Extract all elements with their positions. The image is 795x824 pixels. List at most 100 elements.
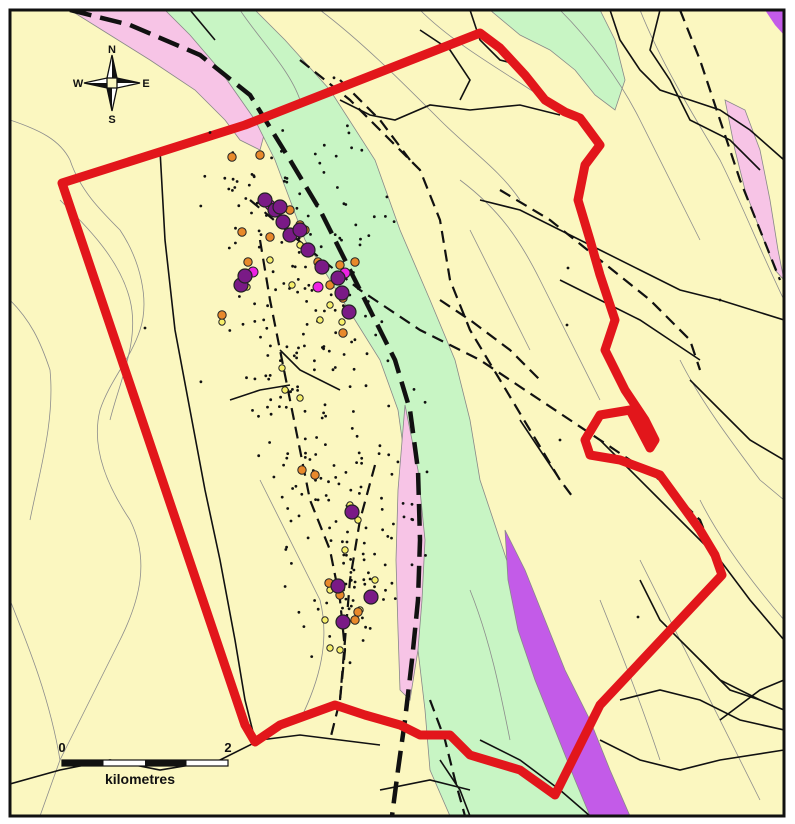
sample-point-small [269,344,272,348]
sample-point-small [390,472,394,476]
sample-point-small [349,578,353,582]
sample-point-small [257,454,261,458]
sample-point-small [244,197,248,200]
sample-point-small [361,639,365,642]
sample-point-small [392,220,396,224]
sample-point-small [297,236,301,240]
sample-point-small [396,460,400,464]
sample-point-small [349,488,353,492]
sample-point-small [303,344,306,348]
sample-point-small [291,388,294,391]
sample-point-small [313,599,316,602]
sample-point-yellow [338,318,346,326]
sample-point-small [363,582,367,586]
sample-point-small [295,351,299,355]
scale-bar: 0 2 kilometres [58,740,231,787]
sample-point-small [231,177,235,181]
sample-point-small [285,456,289,460]
sample-point-small [265,326,269,330]
sample-point-small [410,563,414,567]
sample-point-small [228,329,232,332]
sample-point-small [305,323,309,326]
sample-point-small [425,470,429,474]
sample-point-small [322,171,326,174]
sample-point-small [227,246,231,250]
sample-point-small [265,214,268,217]
sample-point-magenta [312,281,324,293]
sample-point-small [410,502,414,506]
sample-point-small [344,597,348,601]
sample-point-orange [297,465,307,475]
sample-point-large [237,268,253,284]
sample-point-small [295,206,299,210]
sample-point-orange [217,310,227,320]
scale-start-label: 0 [58,740,65,755]
sample-point-small [313,368,316,372]
sample-point-small [349,604,353,608]
sample-point-small [347,131,351,135]
sample-point-orange [237,227,247,237]
sample-point-small [250,211,253,215]
sample-point-yellow [316,316,324,324]
sample-point-small [340,238,343,242]
sample-point-small [292,354,296,358]
sample-point-small [354,223,358,227]
sample-point-small [295,356,298,360]
sample-point-small [392,522,395,526]
sample-point-small [362,578,366,582]
compass-east-label: E [142,78,149,90]
sample-point-small [247,183,251,187]
sample-point-small [367,571,370,575]
sample-point-small [386,535,390,538]
sample-point-orange [335,260,345,270]
sample-point-small [264,374,268,378]
sample-point-small [278,405,281,408]
sample-point-small [377,452,381,455]
sample-point-small [373,585,376,589]
sample-point-small [329,539,333,542]
sample-point-small [358,492,361,495]
sample-point-small [360,456,364,460]
pink-geology-unit-east [724,99,784,281]
sample-point-small [282,282,286,285]
sample-point-yellow [341,546,349,554]
sample-point-yellow [266,256,274,264]
sample-point-small [257,245,261,249]
sample-point-small [284,548,288,551]
sample-point-small [289,519,293,523]
sample-point-small [353,580,357,584]
sample-point-small [387,453,391,457]
sample-point-small [352,367,356,371]
sample-point-small [325,601,329,605]
sample-point-small [266,405,269,409]
sample-point-small [296,278,300,281]
sample-point-small [345,540,349,544]
sample-point-small [285,180,289,184]
sample-point-small [303,409,307,413]
sample-point-small [259,335,262,339]
sample-point-small [283,179,286,183]
sample-point-small [349,558,352,561]
sample-point-small [355,434,359,438]
sample-point-small [333,233,337,237]
sample-point-small [350,340,353,344]
sample-point-small [566,266,570,270]
sample-point-small [291,487,294,490]
sample-point-small [332,76,336,80]
sample-point-small [253,302,256,306]
sample-point-small [286,452,290,455]
sample-point-small [296,389,299,392]
sample-point-small [279,395,282,399]
sample-point-small [314,309,318,312]
sample-point-small [334,331,338,335]
sample-point-small [252,175,256,179]
sample-point-small [346,530,349,534]
sample-point-small [384,215,387,218]
sample-point-yellow [218,318,226,326]
sample-point-orange [338,328,348,338]
sample-point-small [423,400,427,404]
sample-point-small [345,553,348,557]
sample-point-small [297,610,301,614]
